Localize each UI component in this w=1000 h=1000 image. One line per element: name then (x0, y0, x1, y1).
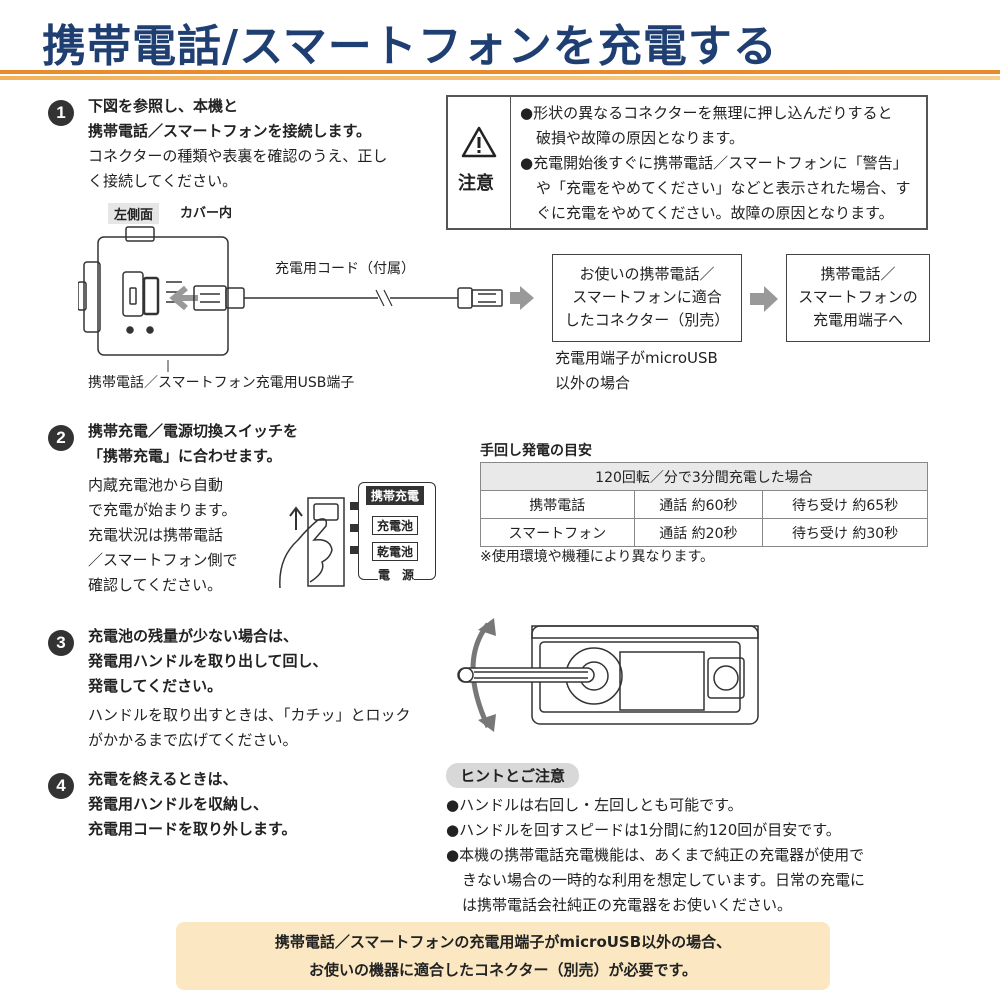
switch-mobile-charge: 携帯充電 (366, 486, 425, 505)
step-2-line: で充電が始まります。 (88, 501, 237, 519)
usb-port (142, 276, 160, 316)
switch-battery: 充電池 (372, 516, 419, 535)
caution-line: 破損や故障の原因となります。 (536, 129, 745, 147)
step-3-line: 発電してください。 (88, 677, 223, 695)
flow-box-connector: お使いの携帯電話／ スマートフォンに適合 したコネクター（別売） (552, 254, 742, 342)
crank-handle (457, 667, 595, 683)
step-2-line: 確認してください。 (88, 576, 223, 594)
flow-line: したコネクター（別売） (564, 311, 730, 329)
arrow-icon (510, 286, 534, 310)
caution-line: や「充電をやめてください」などと表示された場合、す (536, 179, 911, 197)
switch-power: 電 源 (378, 566, 415, 583)
device-side-body (97, 236, 229, 356)
step-3-line: 充電池の残量が少ない場合は、 (88, 627, 299, 645)
hints-tag: ヒントとご注意 (446, 763, 580, 788)
flow-line: 充電用端子へ (812, 311, 903, 329)
table-cell: 携帯電話 (480, 490, 635, 519)
hint-line: ●ハンドルを回すスピードは1分間に約120回が目安です。 (446, 821, 841, 839)
hint-line: は携帯電話会社純正の充電器をお使いください。 (462, 896, 793, 914)
step-1-text: 下図を参照し、本機と 携帯電話／スマートフォンを接続します。 コネクターの種類や… (88, 94, 387, 194)
switch-panel (307, 497, 345, 587)
hint-line: きない場合の一時的な利用を想定しています。日常の充電に (462, 871, 866, 889)
step-2-line: 内蔵充電池から自動 (88, 476, 224, 494)
bottom-note: 携帯電話／スマートフォンの充電用端子がmicroUSB以外の場合、 お使いの機器… (176, 922, 830, 990)
table-cell: 通話 約20秒 (633, 518, 764, 547)
connection-illustration (78, 226, 534, 372)
step-3-line: がかかるまで広げてください。 (88, 731, 298, 749)
caution-label: 注意 (458, 173, 494, 194)
caution-line: ●形状の異なるコネクターを無理に押し込んだりすると (520, 104, 893, 122)
title-underline (0, 70, 1000, 74)
step-4-text: 充電を終えるときは、 発電用ハンドルを収納し、 充電用コードを取り外します。 (88, 767, 297, 842)
step-3-line: ハンドルを取り出すときは、「カチッ」とロック (88, 706, 411, 724)
handle-illustration (457, 618, 759, 732)
step-3-text: 充電池の残量が少ない場合は、 発電用ハンドルを取り出して回し、 発電してください… (88, 624, 411, 753)
left-side-tag: 左側面 (108, 203, 160, 224)
usb-port-label: 携帯電話／スマートフォン充電用USB端子 (88, 375, 355, 391)
gen-table-footnote: ※使用環境や機種により異なります。 (480, 549, 715, 565)
step-2-number: 2 (48, 425, 74, 451)
flow-box-port: 携帯電話／ スマートフォンの 充電用端子へ (786, 254, 930, 342)
warning-icon (461, 126, 497, 158)
table-row: スマートフォン 通話 約20秒 待ち受け 約30秒 (480, 518, 928, 547)
page-title: 携帯電話/スマートフォンを充電する (42, 21, 778, 72)
table-cell: 通話 約60秒 (633, 490, 764, 519)
flow-line: 携帯電話／ (820, 265, 896, 283)
gen-table-caption: 手回し発電の目安 (480, 443, 592, 459)
switch-dry-cell: 乾電池 (372, 542, 419, 561)
step-4-line: 発電用ハンドルを収納し、 (88, 795, 269, 813)
flow-line: スマートフォンに適合 (572, 288, 722, 306)
hint-line: ●本機の携帯電話充電機能は、あくまで純正の充電器が使用で (446, 846, 865, 864)
cord-label: 充電用コード（付属） (275, 261, 415, 277)
usb-plug-right (457, 287, 473, 309)
caution-line: ●充電開始後すぐに携帯電話／スマートフォンに「警告」 (520, 154, 908, 172)
step-1-line: 携帯電話／スマートフォンを接続します。 (88, 122, 372, 140)
step-2-line: 携帯充電／電源切換スイッチを (88, 422, 299, 440)
flow-note-line: 充電用端子がmicroUSB (555, 349, 718, 367)
step-2-line: 「携帯充電」に合わせます。 (88, 447, 282, 465)
caution-header: 注意 (448, 97, 511, 228)
step-1-line: 下図を参照し、本機と (88, 97, 239, 115)
cover-inside-label: カバー内 (180, 206, 233, 221)
bottom-note-line: お使いの機器に適合したコネクター（別売）が必要です。 (309, 961, 697, 979)
step-1-line: く接続してください。 (88, 172, 238, 190)
switch-hand-illustration (279, 497, 358, 588)
flow-note-line: 以外の場合 (555, 374, 631, 392)
step-3-number: 3 (48, 630, 74, 656)
usb-plug-left (193, 285, 227, 311)
bottom-note-line: 携帯電話／スマートフォンの充電用端子がmicroUSB以外の場合、 (274, 933, 732, 951)
step-3-line: 発電用ハンドルを取り出して回し、 (88, 652, 328, 670)
flow-note: 充電用端子がmicroUSB 以外の場合 (555, 346, 718, 396)
step-2-line: ／スマートフォン側で (88, 551, 238, 569)
arrow-icon (750, 286, 778, 312)
gen-table-header: 120回転／分で3分間充電した場合 (480, 462, 928, 491)
step-2-line: 充電状況は携帯電話 (88, 526, 224, 544)
table-row: 携帯電話 通話 約60秒 待ち受け 約65秒 (480, 490, 928, 519)
step-4-line: 充電用コードを取り外します。 (88, 820, 297, 838)
hint-line: ●ハンドルは右回し・左回しとも可能です。 (446, 796, 743, 814)
table-cell: 待ち受け 約30秒 (762, 518, 928, 547)
step-4-line: 充電を終えるときは、 (88, 770, 238, 788)
caution-box: 注意 ●形状の異なるコネクターを無理に押し込んだりすると 破損や故障の原因となり… (446, 95, 928, 230)
caution-line: ぐに充電をやめてください。故障の原因となります。 (536, 204, 894, 222)
step-4-number: 4 (48, 773, 74, 799)
caution-text: ●形状の異なるコネクターを無理に押し込んだりすると 破損や故障の原因となります。… (520, 101, 911, 226)
table-cell: スマートフォン (480, 518, 635, 547)
flow-line: お使いの携帯電話／ (579, 265, 715, 283)
table-cell: 待ち受け 約65秒 (762, 490, 928, 519)
step-1-number: 1 (48, 100, 74, 126)
step-2-text: 携帯充電／電源切換スイッチを 「携帯充電」に合わせます。 内蔵充電池から自動 で… (88, 419, 298, 598)
step-1-line: コネクターの種類や表裏を確認のうえ、正し (88, 147, 388, 165)
gen-table: 120回転／分で3分間充電した場合 携帯電話 通話 約60秒 待ち受け 約65秒… (480, 462, 928, 547)
title-underline-light (0, 76, 1000, 80)
flow-line: スマートフォンの (798, 288, 918, 306)
hints-list: ●ハンドルは右回し・左回しとも可能です。 ●ハンドルを回すスピードは1分間に約1… (446, 793, 865, 918)
